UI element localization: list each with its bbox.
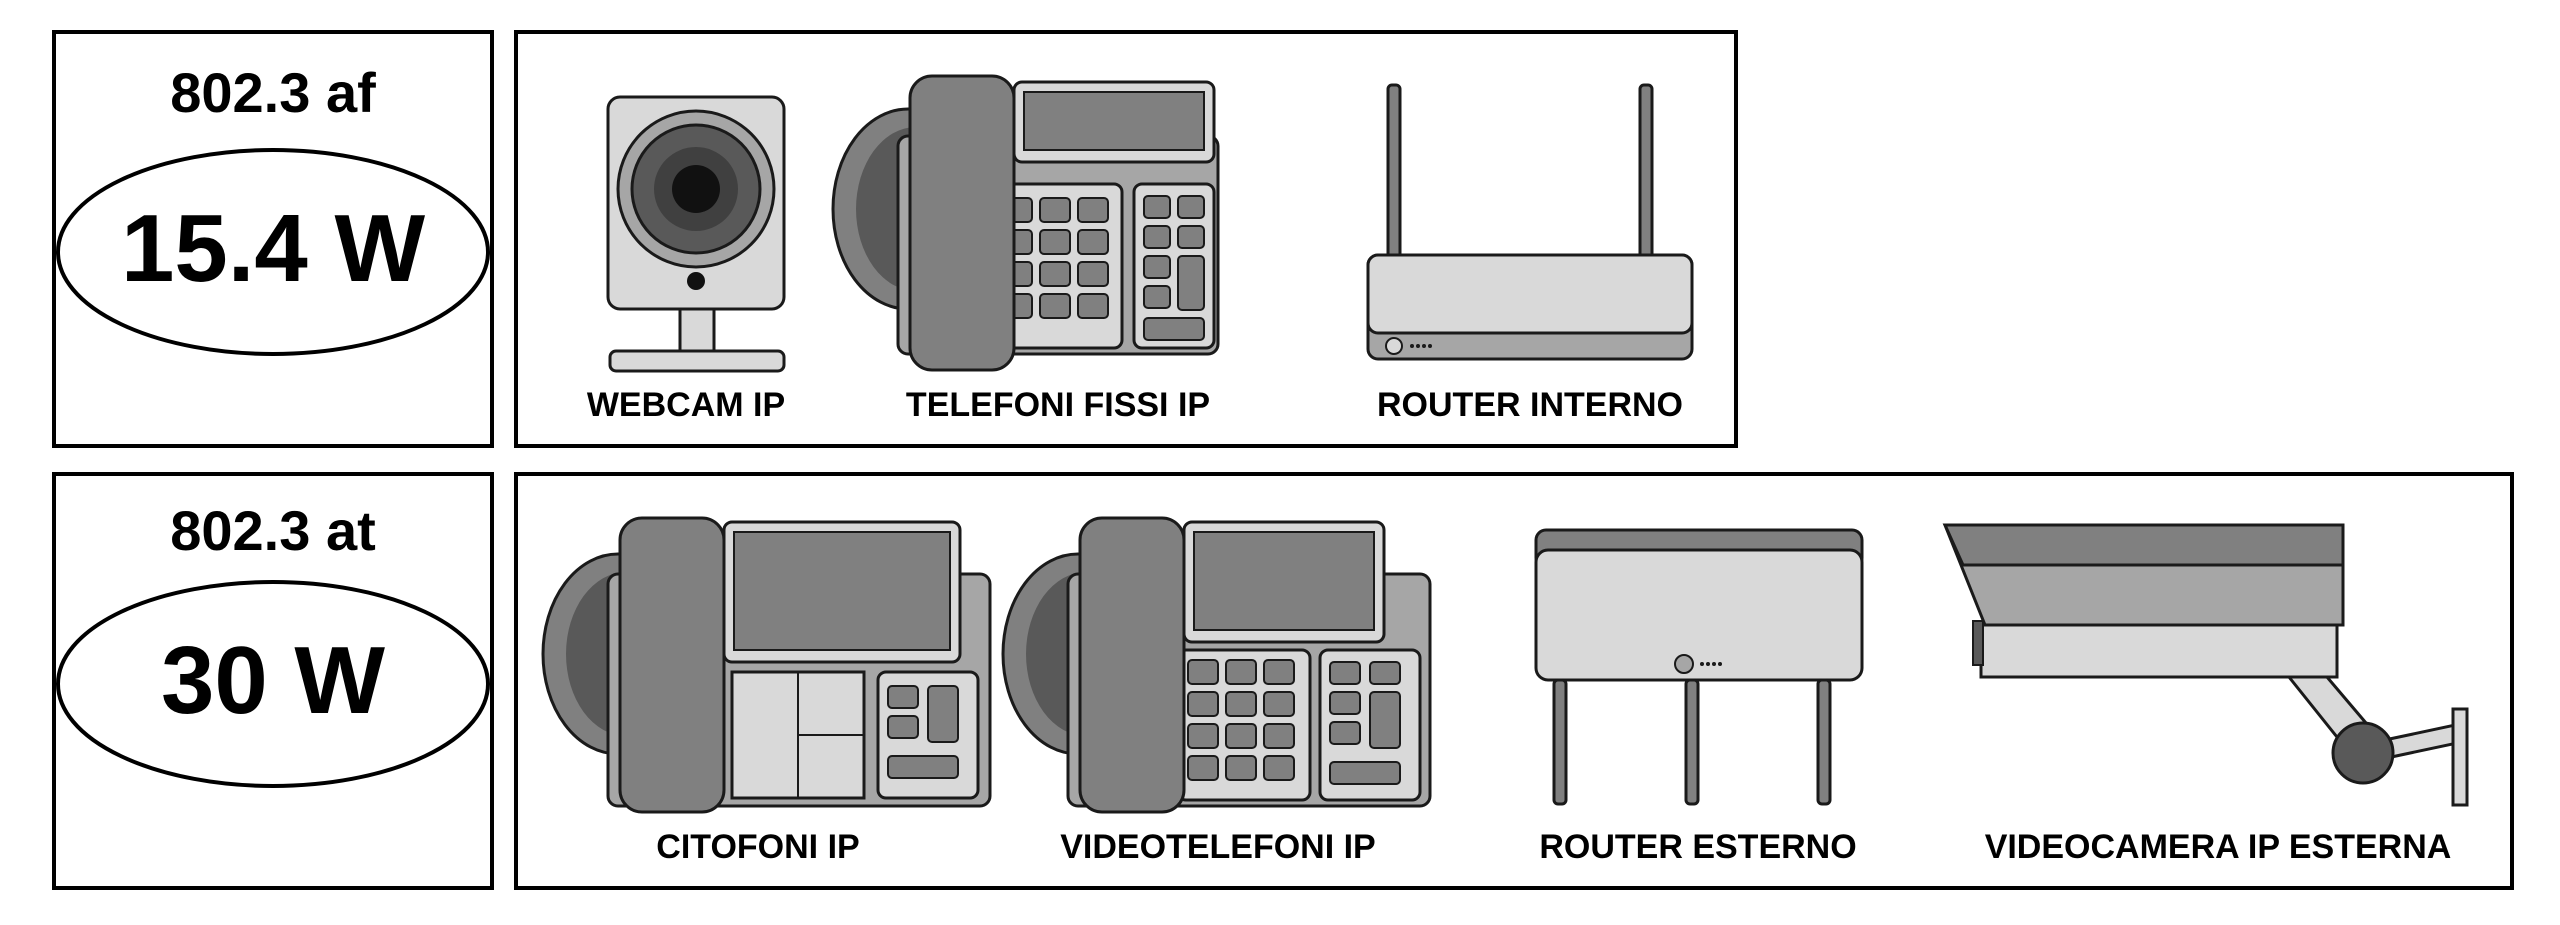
power-value: 15.4 W [120, 195, 426, 302]
outdoor-camera-icon [1942, 523, 2469, 807]
power-ellipse [56, 148, 490, 356]
standard-title: 802.3 at [170, 499, 376, 562]
power-ellipse [56, 580, 490, 788]
router-icon [1366, 83, 1694, 361]
standard-box-at: 802.3 at 30 W [52, 472, 494, 890]
desk-phone-icon [831, 74, 1220, 372]
device-label-outdoor-router: ROUTER ESTERNO [1539, 828, 1857, 866]
device-label-webcam: WEBCAM IP [586, 386, 786, 424]
device-label-intercom: CITOFONI IP [656, 828, 860, 866]
device-label-video-phone: VIDEOTELEFONI IP [1060, 828, 1376, 866]
video-phone-icon [1001, 516, 1432, 814]
intercom-icon [541, 516, 992, 814]
device-panel-at: CITOFONI IP VIDEOTELEFONI IP ROUTER ESTE… [514, 472, 2514, 890]
standard-box-af: 802.3 af 15.4 W [52, 30, 494, 448]
outdoor-router-icon [1534, 528, 1864, 806]
device-label-router: ROUTER INTERNO [1377, 386, 1683, 424]
device-panel-af: WEBCAM IP TELEFONI FISSI IP ROUTER INTER… [514, 30, 1738, 448]
power-value: 30 W [160, 627, 386, 734]
standard-title: 802.3 af [170, 61, 376, 124]
device-label-outdoor-camera: VIDEOCAMERA IP ESTERNA [1984, 828, 2452, 866]
webcam-icon [606, 95, 786, 373]
device-label-desk-phone: TELEFONI FISSI IP [905, 386, 1211, 424]
